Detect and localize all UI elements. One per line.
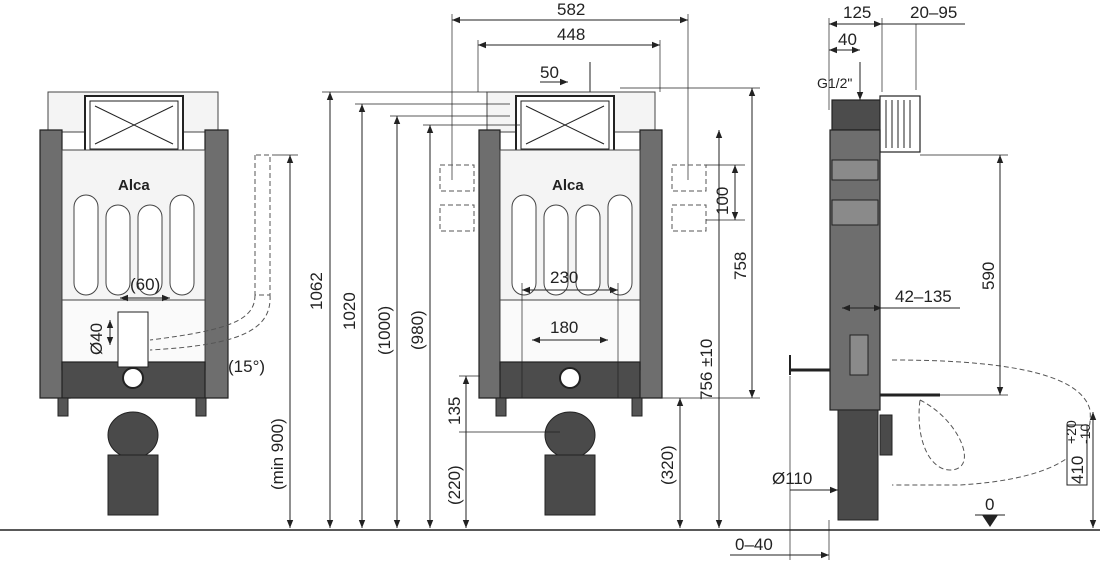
side-dim-d110: Ø110	[772, 469, 812, 488]
front-dim-d40: Ø40	[87, 323, 106, 355]
mid-dim-756: 756 ±10	[697, 339, 716, 400]
side-dim-590: 590	[979, 262, 998, 290]
side-dim-20-95: 20–95	[910, 3, 957, 22]
mid-dim-1000: (1000)	[375, 306, 394, 355]
front-outlet-pipe	[107, 411, 159, 459]
front-dim-angle: (15°)	[228, 357, 265, 376]
mid-dim-100: 100	[713, 187, 732, 215]
mid-dim-758: 758	[731, 252, 750, 280]
mid-dim-1020: 1020	[340, 292, 359, 330]
side-view: 125 20–95 40 G1/2" 59	[730, 3, 1097, 560]
front-logo: Alca	[118, 177, 150, 194]
mid-dim-448: 448	[557, 25, 585, 44]
side-dim-42-135: 42–135	[895, 287, 952, 306]
side-dim-40: 40	[838, 30, 857, 49]
side-tol-minus: -10	[1077, 424, 1093, 444]
mid-dim-230: 230	[550, 268, 578, 287]
mid-dim-135: 135	[445, 397, 464, 425]
front-flush-pipe	[254, 154, 271, 296]
side-dim-125: 125	[843, 3, 871, 22]
side-dim-410: 410	[1068, 456, 1087, 484]
side-dim-0: 0	[985, 495, 994, 514]
side-top-bracket	[879, 95, 921, 153]
mid-dim-980: (980)	[408, 310, 427, 350]
side-outlet-pipe	[837, 409, 879, 521]
mid-dim-582: 582	[557, 0, 585, 19]
mid-dim-320: (320)	[658, 445, 677, 485]
front-dim-min900: (min 900)	[268, 418, 287, 490]
side-toilet-bowl	[891, 359, 1091, 486]
side-dim-0-40: 0–40	[735, 535, 773, 554]
zero-level-icon	[982, 515, 998, 527]
side-tol-plus: +20	[1063, 420, 1079, 444]
mid-dim-50: 50	[540, 63, 559, 82]
mid-dim-220: (220)	[445, 465, 464, 505]
middle-view: 582 448 50 Alca	[307, 0, 760, 528]
front-view: Alca (60) Ø40 (15°) (min 900)	[39, 91, 298, 528]
mid-dim-1062: 1062	[307, 272, 326, 310]
mid-logo: Alca	[552, 177, 584, 194]
front-dim-60: (60)	[130, 275, 160, 294]
mid-dim-180: 180	[550, 318, 578, 337]
side-dim-g12: G1/2"	[817, 75, 852, 91]
